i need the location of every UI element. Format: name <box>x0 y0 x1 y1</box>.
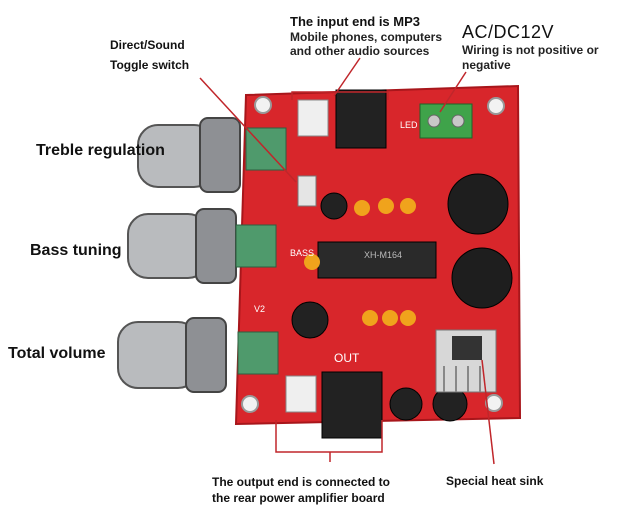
electrolytic-capacitor <box>291 301 329 339</box>
knob-bass <box>127 208 277 284</box>
label-input-title: The input end is MP3 <box>290 14 421 29</box>
leader-power <box>439 71 467 113</box>
label-acdc-sub2: negative <box>462 58 511 72</box>
label-acdc-sub1: Wiring is not positive or <box>462 43 599 57</box>
toggle-switch <box>297 175 317 207</box>
output-connector <box>285 375 317 413</box>
input-jack <box>335 89 387 149</box>
electrolytic-capacitor <box>320 192 348 220</box>
knob-treble <box>137 117 287 193</box>
leader-toggle <box>199 77 297 183</box>
heat-sink <box>435 329 497 393</box>
mount-hole <box>485 394 503 412</box>
mount-hole <box>487 97 505 115</box>
ceramic-capacitor <box>400 310 416 326</box>
ceramic-capacitor <box>400 198 416 214</box>
silk-model: XH-M164 <box>364 250 402 260</box>
leader-input <box>333 57 361 97</box>
silk-led: LED <box>400 120 418 130</box>
ceramic-capacitor <box>362 310 378 326</box>
label-input-sub2: and other audio sources <box>290 44 430 58</box>
label-bass: Bass tuning <box>30 242 122 259</box>
label-direct-sound: Direct/Sound <box>110 38 185 52</box>
terminal-screw <box>451 114 465 128</box>
mount-hole <box>254 96 272 114</box>
knob-volume <box>117 317 279 393</box>
label-input-sub1: Mobile phones, computers <box>290 30 443 44</box>
mount-hole <box>241 395 259 413</box>
terminal-screw <box>427 114 441 128</box>
ic-chip <box>317 241 437 279</box>
silk-v2: V2 <box>254 304 265 314</box>
label-output-line2: the rear power amplifier board <box>212 491 385 505</box>
ceramic-capacitor <box>354 200 370 216</box>
ceramic-capacitor <box>378 198 394 214</box>
silk-out: OUT <box>334 351 360 365</box>
leader-heatsink <box>481 359 495 465</box>
label-heat-sink: Special heat sink <box>446 474 544 488</box>
label-output-line1: The output end is connected to <box>212 475 390 489</box>
electrolytic-capacitor <box>451 247 513 309</box>
ceramic-capacitor <box>382 310 398 326</box>
ceramic-capacitor <box>304 254 320 270</box>
label-total-volume: Total volume <box>8 345 106 362</box>
output-jack <box>321 371 383 439</box>
label-acdc: AC/DC12V <box>462 22 555 42</box>
bracket-output <box>275 420 383 453</box>
bracket-input <box>291 91 389 100</box>
label-toggle-switch: Toggle switch <box>110 58 190 72</box>
electrolytic-capacitor <box>447 173 509 235</box>
label-treble: Treble regulation <box>36 142 165 159</box>
silk-bass: BASS <box>290 248 314 258</box>
electrolytic-capacitor <box>389 387 423 421</box>
input-connector <box>297 99 329 137</box>
